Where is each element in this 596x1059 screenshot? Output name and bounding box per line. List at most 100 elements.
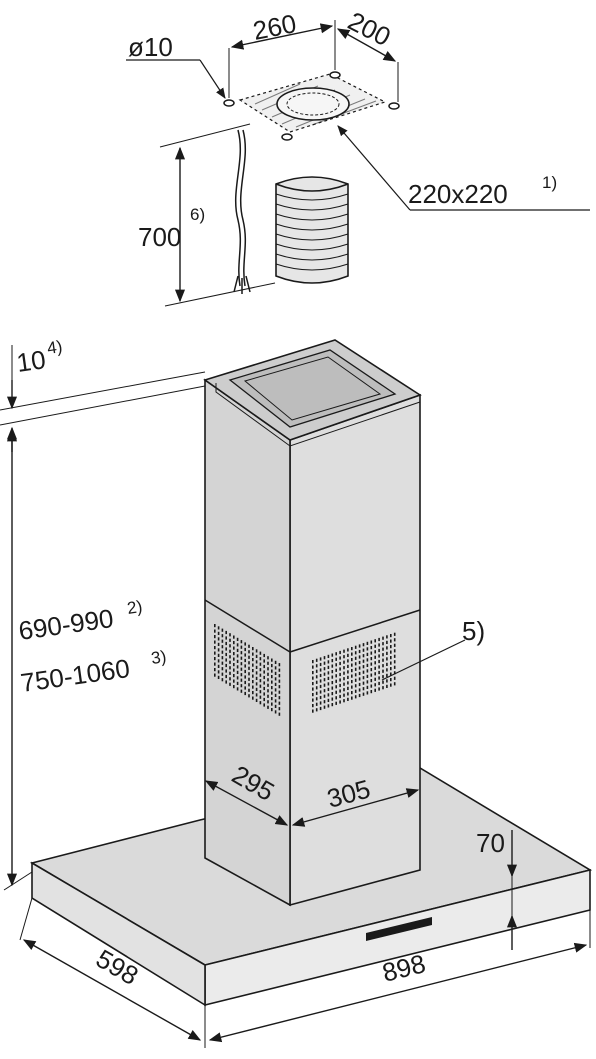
vent-slot (327, 693, 330, 697)
vent-slot (382, 680, 384, 684)
vent-slot (323, 705, 326, 709)
vent-slot (362, 681, 365, 685)
vent-slot (378, 681, 380, 686)
vent-note-label: 5) (462, 616, 485, 646)
vent-slot (319, 684, 322, 689)
vent-slot (263, 653, 265, 658)
vent-slot (370, 646, 373, 650)
vent-slot (378, 665, 380, 669)
vent-slot (358, 693, 361, 698)
vent-slot (354, 645, 357, 649)
vent-slot (274, 682, 277, 686)
vent-slot (259, 695, 262, 699)
vent-slot (312, 704, 314, 708)
vent-slot (244, 647, 246, 652)
vent-slot (315, 664, 318, 668)
vent-slot (378, 670, 380, 675)
vent-slot (267, 656, 269, 660)
vent-slot (390, 634, 392, 638)
vent-slot (315, 669, 318, 673)
vent-slot (393, 665, 396, 669)
clearance-label: 10 (15, 344, 48, 378)
vent-slot (240, 645, 243, 649)
vent-slot (331, 675, 334, 679)
vent-slot (278, 685, 281, 689)
vent-slot (240, 662, 243, 666)
vent-slot (267, 700, 269, 704)
vent-slot (370, 673, 373, 677)
vent-slot (374, 672, 376, 676)
vent-slot (259, 668, 262, 672)
vent-slot (390, 672, 392, 676)
vent-slot (252, 663, 254, 667)
vent-slot (217, 631, 220, 635)
vent-slot (255, 698, 258, 702)
vent-slot (229, 682, 231, 686)
vent-slot (214, 662, 216, 666)
vent-slot (374, 683, 376, 687)
vent-slot (386, 646, 388, 650)
vent-slot (233, 646, 235, 650)
vent-slot (354, 656, 357, 660)
vent-slot (319, 695, 322, 700)
vent-slot (229, 655, 231, 659)
vent-slot (331, 703, 334, 707)
vent-slot (343, 682, 345, 686)
vent-slot (278, 707, 281, 711)
vent-slot (263, 697, 265, 702)
vent-slot (319, 668, 322, 672)
vent-slot (225, 680, 227, 684)
vent-slot (386, 684, 388, 688)
vent-slot (386, 657, 388, 661)
vent-slot (347, 659, 349, 663)
vent-slot (393, 649, 396, 653)
vent-slot (214, 635, 216, 639)
vent-slot (225, 669, 227, 673)
vent-slot (233, 652, 235, 656)
vent-slot (362, 654, 365, 658)
vent-slot (221, 634, 224, 638)
vent-slot (252, 696, 254, 700)
vent-slot (343, 677, 345, 681)
vent-slot (315, 691, 318, 695)
vent-slot (335, 668, 337, 672)
vent-slot (374, 655, 376, 659)
vent-slot (221, 661, 224, 665)
vent-slot (378, 654, 380, 658)
vent-slot (390, 650, 392, 654)
vent-slot (339, 650, 341, 655)
vent-slot (323, 678, 326, 682)
vent-slot (319, 706, 322, 711)
vent-slot (315, 658, 318, 662)
vent-slot (271, 686, 273, 690)
vent-slot (240, 689, 243, 693)
vent-slot (370, 662, 373, 666)
vent-slot (229, 671, 231, 675)
vent-slot (393, 643, 396, 647)
vent-slot (347, 686, 349, 690)
vent-slot (370, 668, 373, 672)
vent-slot (312, 676, 314, 680)
vent-slot (347, 653, 349, 657)
vent-slot (271, 697, 273, 701)
vent-slot (315, 686, 318, 690)
vent-slot (378, 676, 380, 680)
dim-line-chimney-depth (204, 780, 289, 826)
vent-slot (274, 704, 277, 708)
vent-slot (393, 682, 396, 686)
vent-slot (312, 665, 314, 669)
vent-slot (236, 637, 239, 641)
vent-slot (248, 650, 250, 654)
vent-slot (335, 657, 337, 661)
vent-slot (366, 652, 369, 656)
vent-slot (323, 656, 326, 660)
vent-slot (214, 624, 216, 628)
vent-slot (221, 678, 224, 682)
vent-slot (351, 674, 353, 678)
vent-slot (354, 678, 357, 682)
vent-slot (354, 651, 357, 655)
vent-slot (335, 690, 337, 694)
vent-slot (351, 685, 353, 689)
vent-slot (240, 667, 243, 671)
